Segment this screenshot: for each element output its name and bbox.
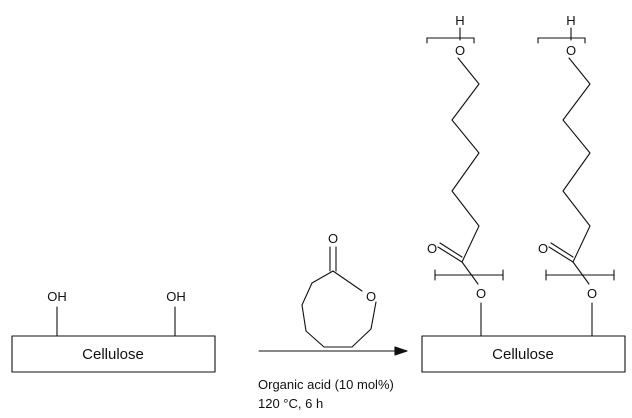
- conditions-line-2: 120 °C, 6 h: [258, 396, 323, 411]
- cellulose-label-left: Cellulose: [82, 346, 144, 363]
- hydroxyl-label-2: OH: [166, 289, 186, 304]
- ether-o-label-2: O: [566, 43, 576, 58]
- carbonyl-bond-2a: [548, 246, 574, 263]
- ester-o-label-2: O: [587, 286, 597, 301]
- cellulose-box-left: [11, 335, 216, 373]
- conditions-line-1: Organic acid (10 mol%): [258, 377, 394, 392]
- lactone-carbonyl-o-label: O: [328, 231, 338, 246]
- polyester-chain-2: [537, 27, 615, 337]
- carbonyl-bond-1b: [439, 242, 463, 258]
- ether-o-label-1: O: [455, 43, 465, 58]
- terminal-h-label-2: H: [566, 13, 575, 28]
- ester-o-label-1: O: [476, 286, 486, 301]
- cellulose-box-right: [421, 335, 626, 373]
- reaction-arrow-head: [394, 346, 408, 356]
- carbonyl-bond-1a: [437, 246, 463, 263]
- cellulose-label-right: Cellulose: [492, 346, 554, 363]
- terminal-h-label-1: H: [455, 13, 464, 28]
- methylene-zigzag-1: [451, 57, 480, 263]
- hydroxyl-label-1: OH: [47, 289, 67, 304]
- lactone-ring-o-label: O: [366, 289, 376, 304]
- methylene-zigzag-2: [562, 57, 591, 263]
- polyester-chain-1: [426, 27, 504, 337]
- carbonyl-bond-2b: [550, 242, 574, 258]
- carbonyl-o-label-2: O: [538, 241, 548, 256]
- ester-o-bond-1: [461, 261, 479, 285]
- ester-o-bond-2: [572, 261, 590, 285]
- ring-c-o-bond: [332, 270, 363, 292]
- carbonyl-o-label-1: O: [427, 241, 437, 256]
- lactone-ring: [301, 270, 377, 348]
